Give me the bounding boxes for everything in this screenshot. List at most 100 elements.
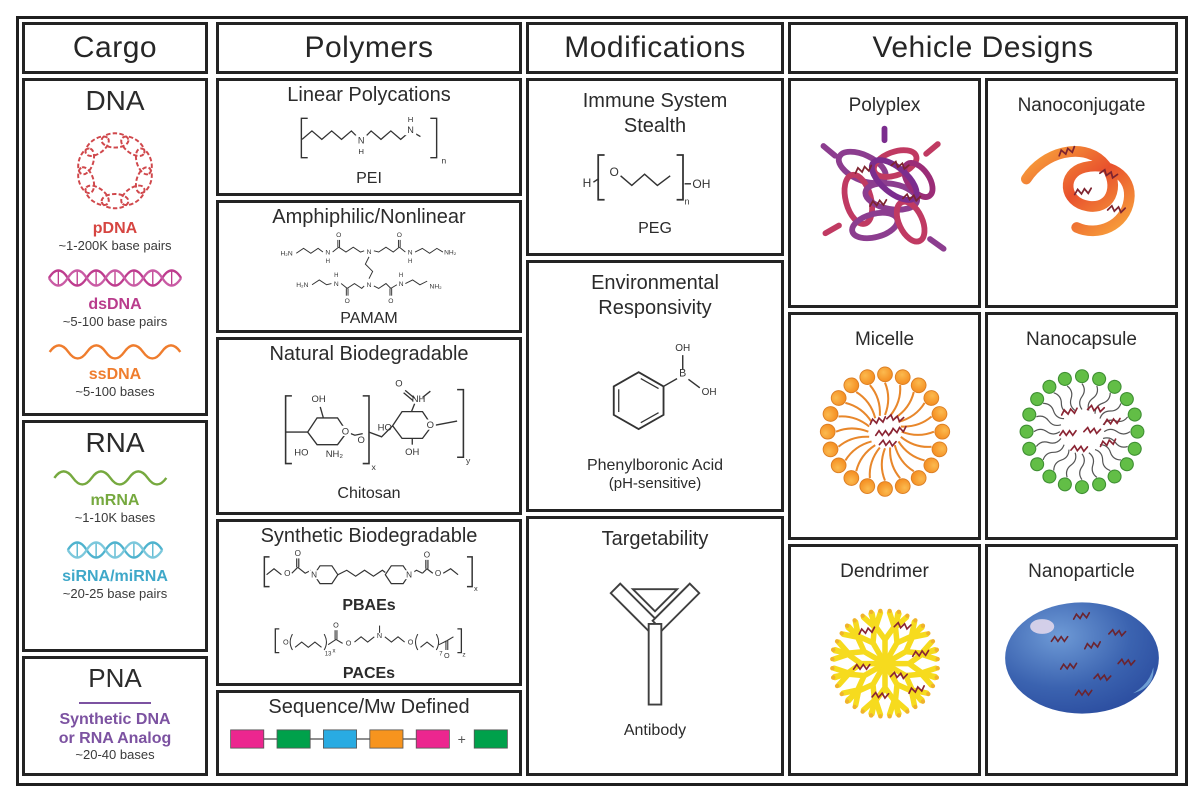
- antibody-icon: [609, 582, 701, 706]
- pna-strand-icon: [79, 702, 151, 704]
- sequence-blocks-icon: +: [230, 729, 508, 749]
- pna-title: PNA: [88, 663, 142, 693]
- nanoconjugate-title: Nanoconjugate: [1017, 95, 1146, 116]
- svg-text:H: H: [326, 259, 330, 265]
- svg-text:O: O: [284, 569, 290, 578]
- mrna-name: mRNA: [90, 492, 140, 509]
- svg-text:NH₂: NH₂: [326, 449, 344, 460]
- svg-text:H: H: [408, 115, 414, 124]
- linear-polycations-section: Linear Polycations N H N H n PEI: [216, 78, 522, 196]
- svg-text:H: H: [399, 273, 403, 279]
- nanoparticle-title: Nanoparticle: [1028, 561, 1135, 582]
- nanoparticle-icon: [1004, 602, 1159, 714]
- micelle-cell: Micelle: [788, 312, 981, 540]
- polymers-header: Polymers: [216, 22, 522, 74]
- svg-text:N: N: [408, 249, 413, 256]
- immune-stealth-section: Immune System Stealth H O OH n PEG: [526, 78, 784, 256]
- dendrimer-title: Dendrimer: [840, 561, 929, 582]
- pba-label: Phenylboronic Acid: [586, 457, 724, 474]
- svg-text:H₂N: H₂N: [280, 251, 292, 258]
- polyplex-cell: Polyplex: [788, 78, 981, 308]
- svg-text:z: z: [462, 651, 465, 658]
- pbaes-label: PBAEs: [342, 596, 396, 614]
- nanoparticle-cell: Nanoparticle: [985, 544, 1178, 776]
- svg-text:N: N: [406, 571, 412, 580]
- svg-text:NH₂: NH₂: [444, 249, 457, 256]
- pdna-detail: ~1-200K base pairs: [58, 238, 172, 253]
- cargo-header: Cargo: [22, 22, 208, 74]
- targetability-title: Targetability: [601, 528, 709, 550]
- natural-biodegradable-section: Natural Biodegradable O O OH HO NH₂ O: [216, 337, 522, 515]
- svg-text:x: x: [474, 584, 478, 593]
- sirna-name: siRNA/miRNA: [62, 568, 168, 585]
- pamam-structure: H₂N N H O N O N H NH₂ H₂N N H O N O N H …: [280, 232, 457, 305]
- svg-text:7: 7: [439, 651, 442, 657]
- pamam-label: PAMAM: [340, 310, 398, 327]
- svg-text:H: H: [408, 259, 412, 265]
- rna-section: RNA mRNA ~1-10K bases siRNA/miRNA ~20-25…: [22, 420, 208, 652]
- svg-text:N: N: [311, 571, 317, 580]
- pdna-name: pDNA: [92, 220, 138, 237]
- svg-text:N: N: [367, 282, 372, 289]
- svg-text:O: O: [435, 569, 441, 578]
- svg-text:N: N: [358, 136, 365, 146]
- paces-structure: O 13 x O O N O 7 O z: [274, 620, 466, 659]
- phenylboronic-acid-structure: B OH OH: [612, 343, 716, 431]
- svg-text:OH: OH: [692, 177, 710, 191]
- svg-text:N: N: [377, 631, 382, 640]
- dsdna-name: dsDNA: [88, 296, 142, 313]
- sirna-detail: ~20-25 base pairs: [62, 586, 168, 601]
- rna-title: RNA: [85, 427, 145, 458]
- pei-structure: N H N H n: [300, 115, 447, 165]
- mrna-detail: ~1-10K bases: [74, 510, 156, 525]
- pdna-plasmid-icon: [77, 132, 153, 210]
- pna-section: PNA Synthetic DNA or RNA Analog ~20-40 b…: [22, 656, 208, 776]
- dsdna-detail: ~5-100 base pairs: [62, 314, 168, 329]
- nanoconjugate-icon: [1020, 145, 1135, 237]
- svg-text:O: O: [395, 378, 402, 389]
- mrna-strand-icon: [53, 470, 168, 486]
- svg-text:+: +: [458, 731, 466, 747]
- pei-label: PEI: [356, 170, 382, 187]
- polyplex-icon: [820, 125, 947, 252]
- synthetic-biodegradable-section: Synthetic Biodegradable O O N N O O x: [216, 519, 522, 686]
- svg-text:13: 13: [325, 651, 332, 657]
- sequence-defined-section: Sequence/Mw Defined +: [216, 690, 522, 776]
- svg-text:O: O: [346, 638, 352, 647]
- paces-label: PACEs: [342, 665, 396, 682]
- sequence-defined-title: Sequence/Mw Defined: [268, 696, 470, 718]
- svg-text:O: O: [295, 549, 301, 558]
- natural-biodegradable-title: Natural Biodegradable: [269, 343, 469, 365]
- amphiphilic-title: Amphiphilic/Nonlinear: [272, 206, 466, 228]
- modifications-title: Modifications: [564, 31, 746, 64]
- figure-frame: [16, 16, 1188, 786]
- pna-name-line2: or RNA Analog: [58, 729, 172, 747]
- svg-text:x: x: [333, 648, 336, 654]
- svg-text:O: O: [610, 165, 619, 179]
- svg-text:n: n: [685, 197, 690, 207]
- svg-text:H: H: [358, 147, 364, 156]
- svg-text:N: N: [325, 249, 330, 256]
- nanocapsule-cell: Nanocapsule: [985, 312, 1178, 540]
- vehicles-header: Vehicle Designs: [788, 22, 1178, 74]
- environmental-responsivity-title: Environmental Responsivity: [591, 272, 719, 319]
- chitosan-label: Chitosan: [337, 485, 401, 502]
- svg-text:n: n: [442, 155, 447, 165]
- svg-text:OH: OH: [312, 394, 326, 405]
- svg-text:OH: OH: [675, 343, 690, 354]
- svg-text:N: N: [367, 249, 372, 256]
- svg-text:H: H: [583, 176, 592, 190]
- svg-text:O: O: [336, 232, 341, 239]
- pna-name-line1: Synthetic DNA: [59, 711, 171, 728]
- peg-structure: H O OH n: [583, 154, 710, 207]
- svg-text:O: O: [424, 551, 430, 560]
- targetability-section: Targetability Antibody: [526, 516, 784, 776]
- svg-text:O: O: [427, 420, 434, 431]
- ssdna-detail: ~5-100 bases: [75, 384, 155, 399]
- dsdna-helix-icon: [47, 269, 183, 287]
- vehicles-title: Vehicle Designs: [872, 31, 1094, 64]
- svg-text:O: O: [342, 426, 349, 437]
- svg-text:B: B: [679, 367, 686, 379]
- pbaes-structure: O O N N O O x: [263, 549, 478, 593]
- linear-polycations-title: Linear Polycations: [287, 84, 451, 106]
